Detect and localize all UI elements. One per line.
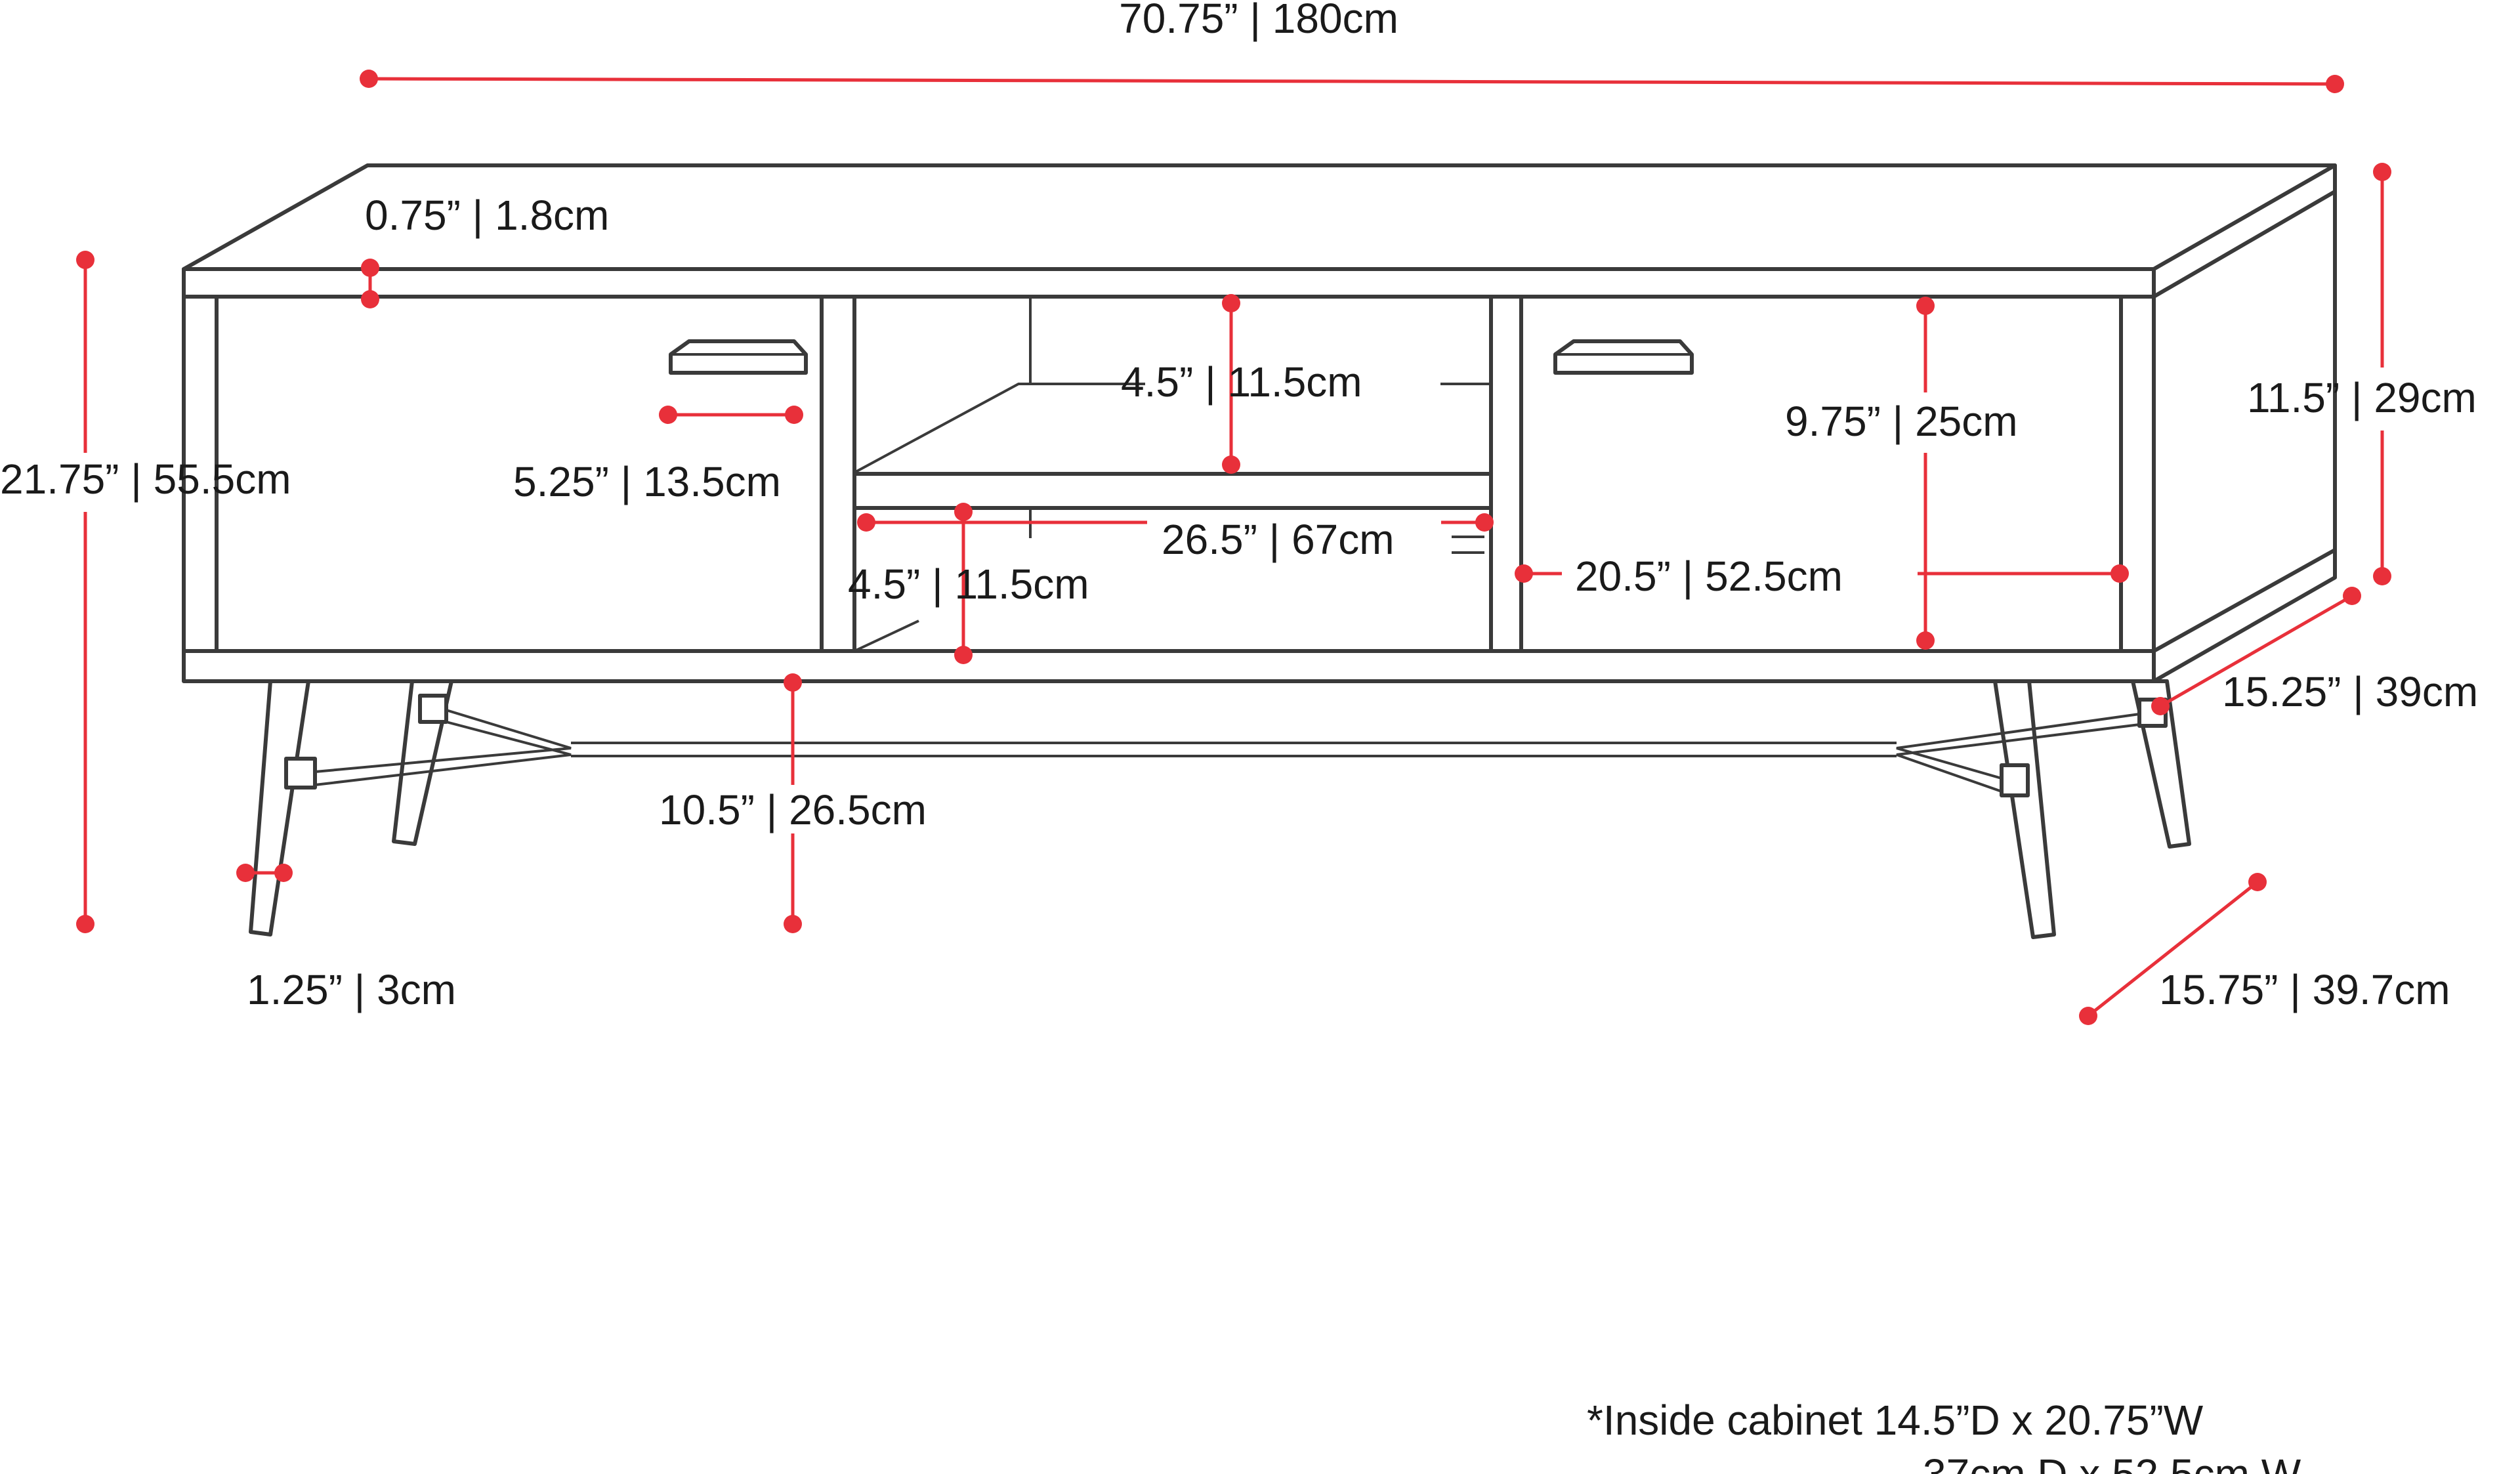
- top-slab-front: [182, 267, 2156, 299]
- lower-shelf-height-label: 4.5” | 11.5cm: [848, 560, 1089, 608]
- furniture-outline: [182, 163, 2337, 939]
- shelf-back-edge: [854, 383, 1145, 474]
- inside-cabinet-note-cm: 37cm D x 52.5cm W: [1923, 1450, 2301, 1474]
- front-left-leg: [249, 679, 310, 937]
- bottom-base-side: [2152, 548, 2337, 683]
- top-thickness-label: 0.75” | 1.8cm: [365, 192, 609, 239]
- right-stretcher-arms: [1896, 713, 2140, 780]
- left-stretcher-arms-2: [314, 721, 572, 786]
- left-handle-icon: [669, 339, 808, 375]
- left-leg-bracket: [284, 757, 317, 790]
- shelf: [852, 472, 1493, 510]
- overall-height-label: 21.75” | 55.5cm: [0, 455, 291, 503]
- cabinet-height-label: 11.5” | 29cm: [2247, 374, 2477, 421]
- left-divider: [820, 295, 856, 653]
- back-left-bracket: [418, 694, 448, 724]
- upper-shelf-height-label: 4.5” | 11.5cm: [1121, 358, 1362, 406]
- door-width-label: 20.5” | 52.5cm: [1575, 553, 1843, 600]
- right-stretcher-arms-2: [1896, 723, 2140, 793]
- handle-width-label: 5.25” | 13.5cm: [513, 458, 781, 505]
- left-stretcher-arms: [314, 709, 572, 773]
- cabinet-depth-label: 15.25” | 39cm: [2222, 668, 2478, 715]
- lower-back-edge: [854, 620, 919, 652]
- inside-cabinet-notes: *Inside cabinet 14.5”D x 20.75”W 37cm D …: [1587, 1397, 2301, 1474]
- door-height-label: 9.75” | 25cm: [1785, 398, 2018, 445]
- right-end-panel: [2119, 295, 2156, 653]
- right-leg-bracket: [2000, 763, 2030, 797]
- right-handle-icon: [1553, 339, 1694, 375]
- dimension-lines: [76, 70, 2391, 1025]
- leg-clearance-label: 10.5” | 26.5cm: [659, 786, 927, 833]
- inside-cabinet-note-in: *Inside cabinet 14.5”D x 20.75”W: [1587, 1397, 2204, 1444]
- bottom-base-front: [182, 649, 2156, 683]
- right-divider: [1489, 295, 1523, 653]
- overall-depth-label: 15.75” | 39.7cm: [2159, 966, 2450, 1013]
- leg-diameter-label: 1.25” | 3cm: [247, 966, 456, 1013]
- front-right-leg: [1993, 679, 2056, 939]
- dimension-labels: 70.75” | 180cm 0.75” | 1.8cm 21.75” | 55…: [0, 0, 2478, 1013]
- shelf-width-label: 26.5” | 67cm: [1162, 516, 1395, 563]
- overall-width-label: 70.75” | 180cm: [1119, 0, 1398, 42]
